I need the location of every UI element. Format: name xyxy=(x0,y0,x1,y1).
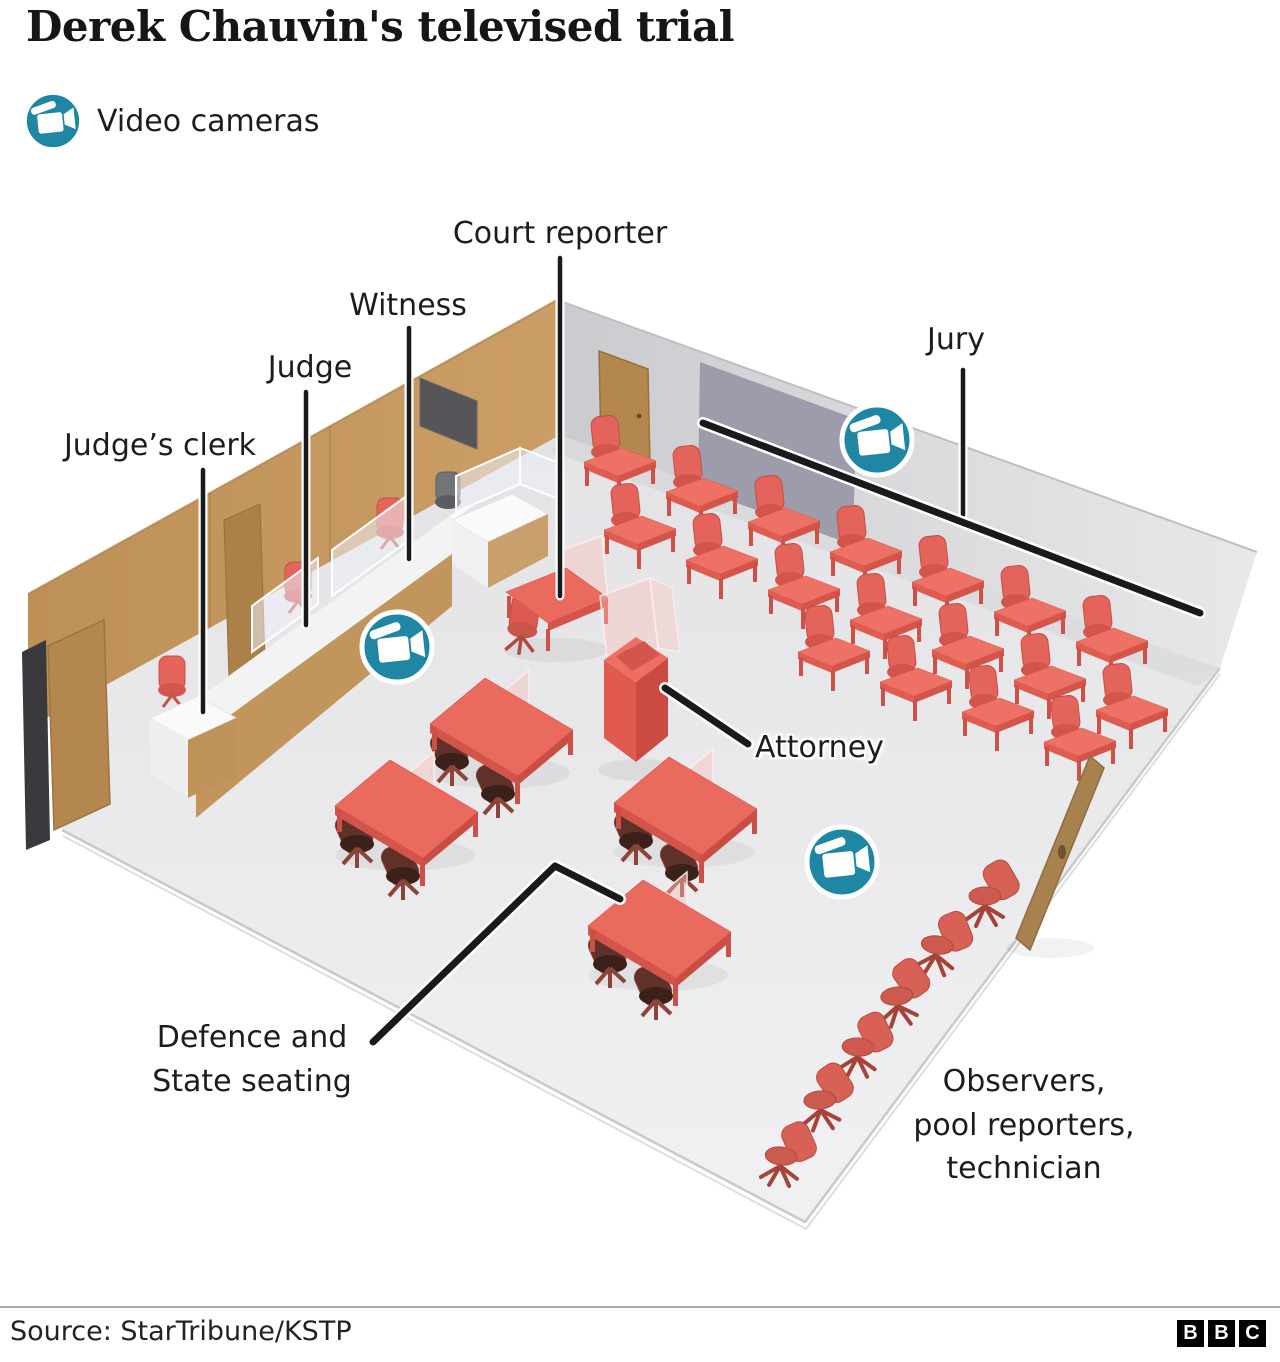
door-panel xyxy=(1006,754,1105,958)
legend: Video cameras xyxy=(24,92,320,150)
left-wall xyxy=(22,299,560,850)
label-judge: Judge xyxy=(267,350,353,385)
label-observers: Observers, pool reporters, technician xyxy=(913,1064,1135,1186)
wall-screen xyxy=(419,377,478,450)
footer-divider xyxy=(0,1306,1280,1308)
leader-lines xyxy=(198,253,1206,1048)
label-judges-clerk: Judge’s clerk xyxy=(63,428,257,463)
bbc-logo-block: B xyxy=(1208,1320,1235,1347)
video-camera-legend-icon xyxy=(24,92,82,150)
page-title: Derek Chauvin's televised trial xyxy=(26,2,735,51)
label-attorney: Attorney xyxy=(755,730,884,765)
left-door xyxy=(47,618,111,832)
bbc-logo-block: B xyxy=(1177,1320,1204,1347)
bbc-logo-block: C xyxy=(1239,1320,1266,1347)
video-camera-icon xyxy=(842,405,912,475)
video-camera-icon xyxy=(807,827,877,897)
court-clerk-chair xyxy=(435,471,461,509)
label-court-reporter: Court reporter xyxy=(452,216,668,251)
attorney-podium xyxy=(598,576,682,781)
bbc-logo: B B C xyxy=(1177,1320,1266,1347)
label-defence-state-seating: Defence and State seating xyxy=(152,1020,352,1099)
label-witness: Witness xyxy=(349,288,467,323)
source-credit: Source: StarTribune/KSTP xyxy=(10,1316,352,1347)
legend-label: Video cameras xyxy=(97,103,320,139)
left-doorway xyxy=(22,640,50,850)
label-jury: Jury xyxy=(927,322,985,357)
video-camera-icon xyxy=(362,612,432,682)
